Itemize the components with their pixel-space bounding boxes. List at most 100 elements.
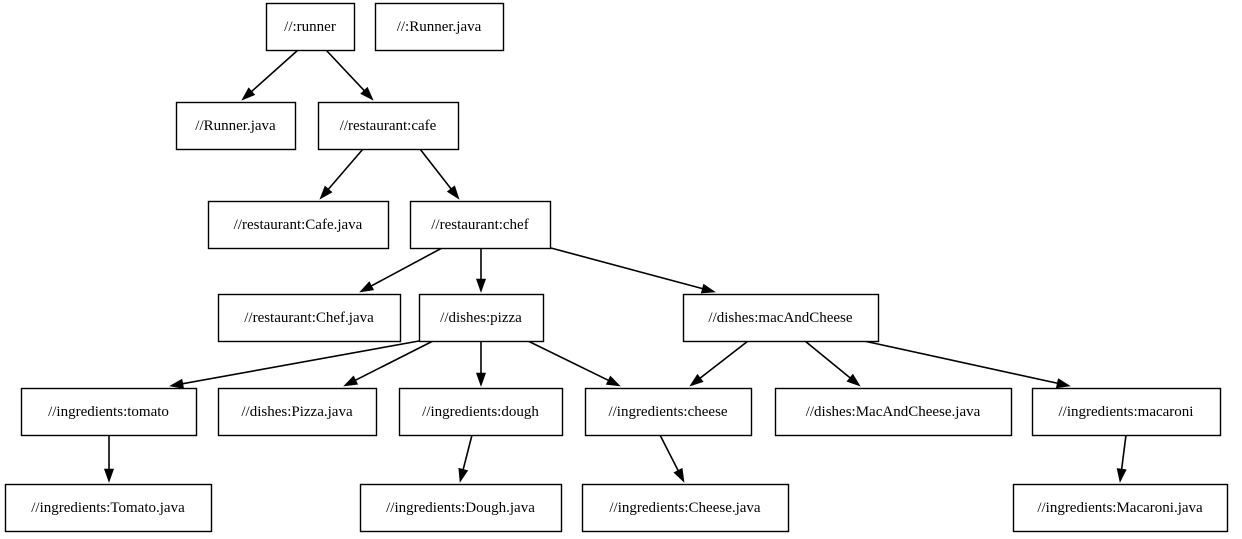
edge-arrowhead-icon [1055,378,1071,389]
node-label: //restaurant:Chef.java [244,310,374,326]
edge-arrowhead-icon [360,86,374,101]
edge-line [180,340,420,385]
graph-node-dishes-macandcheese[interactable]: //dishes:macAndCheese [682,293,880,343]
graph-edge [1116,434,1127,483]
node-box[interactable] [774,387,1013,437]
graph-node-restaurant-cafe-java[interactable]: //restaurant:Cafe.java [207,200,390,250]
node-box[interactable] [409,200,552,250]
graph-edge [550,247,716,294]
graph-edge [169,340,420,389]
edge-arrowhead-icon [700,283,716,294]
node-box[interactable] [20,387,198,437]
edge-line [527,340,611,382]
node-box[interactable] [1012,483,1229,533]
graph-edge [804,340,861,387]
node-box[interactable] [207,200,390,250]
graph-node-tomato-java[interactable]: //ingredients:Tomato.java [4,483,213,533]
node-label: //ingredients:Tomato.java [31,500,185,516]
edge-arrowhead-icon [689,373,704,387]
graph-node-cheese-java[interactable]: //ingredients:Cheese.java [581,483,790,533]
graph-edge [325,49,374,101]
node-label: //restaurant:chef [431,217,528,233]
graph-node-ingredients-cheese[interactable]: //ingredients:cheese [584,387,753,437]
edge-arrowhead-icon [103,468,115,483]
graph-node-restaurant-chef-java[interactable]: //restaurant:Chef.java [217,293,402,343]
node-label: //ingredients:macaroni [1059,404,1194,420]
node-label: //Runner.java [195,118,276,134]
edge-arrowhead-icon [846,373,861,387]
graph-node-runner-target[interactable]: //:runner [265,2,356,52]
node-box[interactable] [265,2,356,52]
node-box[interactable] [175,101,297,151]
node-box[interactable] [581,483,790,533]
graph-edge [475,248,487,293]
graph-node-dishes-pizza-java[interactable]: //dishes:Pizza.java [217,387,378,437]
edge-arrowhead-icon [169,378,184,389]
graph-node-ingredients-dough[interactable]: //ingredients:dough [398,387,564,437]
graph-edge [241,49,299,101]
graph-edge [359,247,443,293]
edge-arrowhead-icon [319,185,333,200]
node-label: //ingredients:cheese [608,404,727,420]
edge-arrowhead-icon [475,372,487,387]
node-label: //dishes:macAndCheese [708,310,852,326]
edge-arrowhead-icon [1116,468,1127,483]
node-box[interactable] [217,293,402,343]
node-label: //ingredients:Macaroni.java [1037,500,1203,516]
node-label: //dishes:MacAndCheese.java [806,404,981,420]
graph-edge [475,341,487,387]
node-box[interactable] [317,101,460,151]
node-layer: //:runner //:Runner.java //Runner.java //re… [4,2,1229,533]
edge-line [698,340,749,380]
edge-arrowhead-icon [241,87,256,101]
graph-edge [863,340,1071,389]
node-label: //ingredients:dough [422,404,539,420]
graph-node-dishes-pizza[interactable]: //dishes:pizza [418,293,545,343]
edge-layer [103,49,1127,483]
edge-line [419,148,453,191]
node-box[interactable] [682,293,880,343]
graph-node-dishes-mac-java[interactable]: //dishes:MacAndCheese.java [774,387,1013,437]
node-label: //ingredients:Cheese.java [609,500,761,516]
edge-line [369,247,443,288]
node-label: //restaurant:Cafe.java [234,217,363,233]
edge-line [1120,434,1127,472]
graph-node-restaurant-cafe[interactable]: //restaurant:cafe [317,101,460,151]
node-label: //restaurant:cafe [340,118,437,134]
graph-node-ingredients-tomato[interactable]: //ingredients:tomato [20,387,198,437]
node-box[interactable] [418,293,545,343]
graph-node-runner-java-root[interactable]: //:Runner.java [374,2,505,52]
node-box[interactable] [398,387,564,437]
graph-edge [689,340,749,387]
node-label: //ingredients:Dough.java [386,500,535,516]
graph-node-restaurant-chef[interactable]: //restaurant:chef [409,200,552,250]
edge-arrowhead-icon [475,278,487,293]
edge-line [550,247,705,290]
node-box[interactable] [359,483,563,533]
graph-node-dough-java[interactable]: //ingredients:Dough.java [359,483,563,533]
node-box[interactable] [217,387,378,437]
node-label: //:runner [284,19,336,35]
graph-edge [419,148,460,200]
graph-edge [659,434,685,483]
edge-line [249,49,299,94]
edge-line [863,340,1060,385]
node-box[interactable] [584,387,753,437]
edge-line [325,49,367,93]
edge-line [659,434,680,473]
edge-arrowhead-icon [343,375,359,387]
node-box[interactable] [4,483,213,533]
graph-node-ingredients-macaroni[interactable]: //ingredients:macaroni [1031,387,1222,437]
edge-arrowhead-icon [673,467,685,483]
node-box[interactable] [374,2,505,52]
graph-edge [103,435,115,483]
edge-line [461,434,473,472]
graph-node-macaroni-java[interactable]: //ingredients:Macaroni.java [1012,483,1229,533]
node-box[interactable] [1031,387,1222,437]
edge-arrowhead-icon [605,375,621,387]
graph-edge [319,148,364,200]
node-label: //dishes:Pizza.java [241,404,353,420]
graph-node-runner-java[interactable]: //Runner.java [175,101,297,151]
graph-edge [527,340,621,387]
graph-edge [458,434,473,483]
